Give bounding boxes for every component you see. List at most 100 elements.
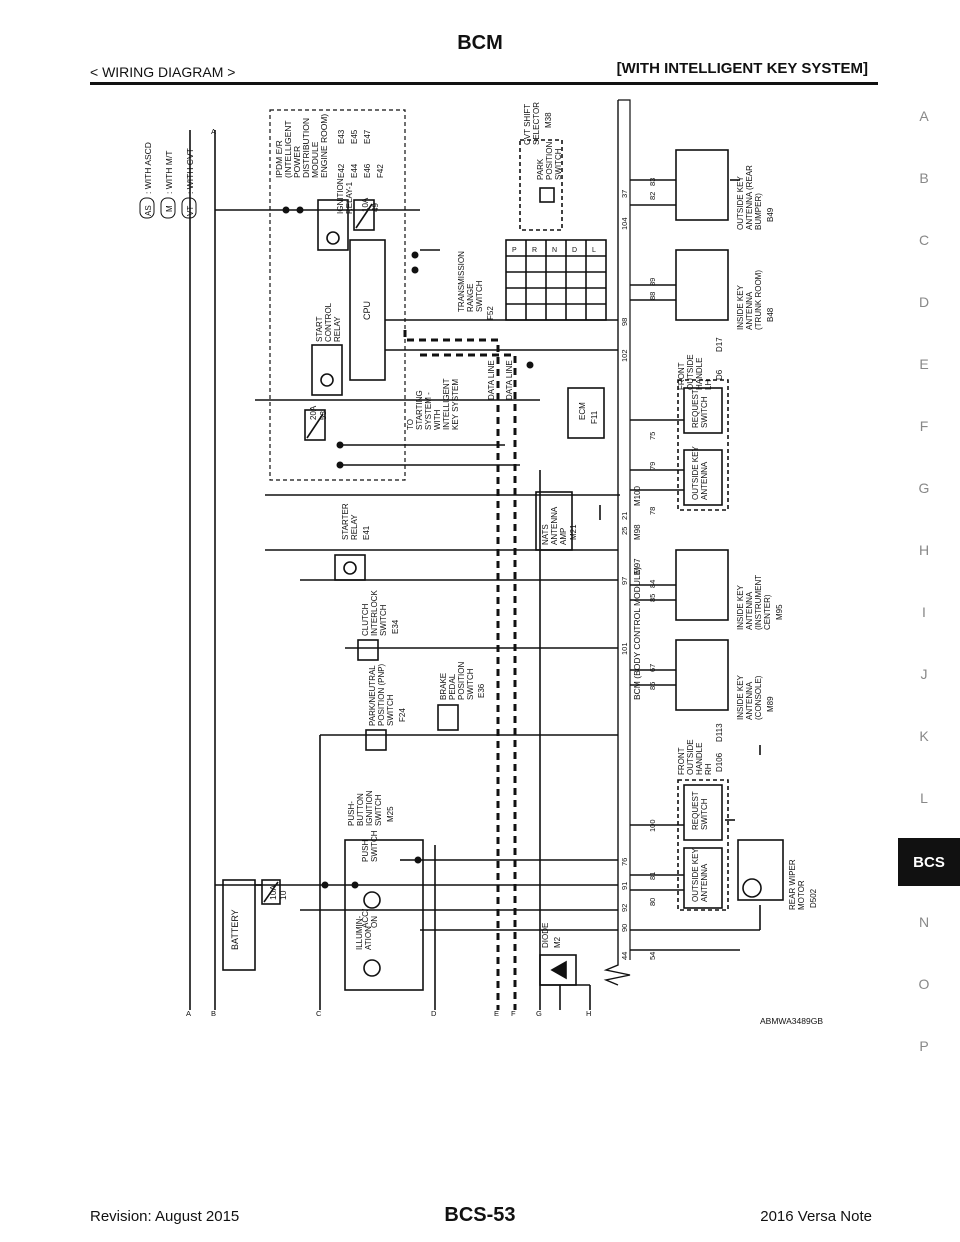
side-letter-j[interactable]: J xyxy=(920,666,928,682)
svg-text:82: 82 xyxy=(648,192,657,200)
brake-label: BRAKE PEDAL POSITION SWITCH E36 xyxy=(439,662,486,700)
side-letter-g[interactable]: G xyxy=(918,480,930,496)
svg-text:76: 76 xyxy=(620,858,629,866)
start-relay-label-2: CONTROL xyxy=(324,302,333,342)
side-letter-p[interactable]: P xyxy=(919,1038,929,1054)
svg-text:E34: E34 xyxy=(391,619,400,634)
svg-text:M95: M95 xyxy=(775,604,784,620)
side-letter-n[interactable]: N xyxy=(918,914,930,930)
svg-text:E47: E47 xyxy=(363,129,372,144)
legend-text-vt: : WITH CVT xyxy=(185,148,195,194)
svg-text:ACC/: ACC/ xyxy=(361,908,370,928)
svg-text:MODULE: MODULE xyxy=(310,141,320,178)
pnp-label: PARK/NEUTRAL POSITION (PNP) SWITCH F24 xyxy=(368,663,407,726)
svg-text:STARTER: STARTER xyxy=(341,503,350,540)
illumination-label: ILLUMIN- ATION xyxy=(355,915,373,950)
svg-text:97: 97 xyxy=(620,577,629,585)
svg-text:E: E xyxy=(494,1009,499,1018)
svg-text:INSIDE KEY: INSIDE KEY xyxy=(736,284,745,330)
side-letter-b[interactable]: B xyxy=(919,170,929,186)
side-letter-e[interactable]: E xyxy=(919,356,929,372)
legend-text-m: : WITH M/T xyxy=(164,151,174,194)
svg-text:E44: E44 xyxy=(350,163,359,178)
side-tab-active[interactable]: BCS xyxy=(898,838,960,886)
data-line-label-2: DATA LINE xyxy=(505,360,514,400)
svg-text:75: 75 xyxy=(648,432,657,440)
starter-relay-label: STARTER RELAY E41 xyxy=(341,503,371,540)
svg-text:PUSH-: PUSH- xyxy=(347,801,356,826)
side-letter-h[interactable]: H xyxy=(918,542,930,558)
svg-text:SWITCH: SWITCH xyxy=(554,148,563,180)
header-rule xyxy=(90,82,878,85)
ignition-relay-label-1: IGNITION xyxy=(336,178,345,214)
svg-text:REQUEST: REQUEST xyxy=(691,389,700,428)
svg-text:90: 90 xyxy=(620,924,629,932)
svg-text:OUTSIDE KEY: OUTSIDE KEY xyxy=(691,848,700,902)
svg-text:ILLUMIN-: ILLUMIN- xyxy=(355,915,364,950)
svg-text:44: 44 xyxy=(620,952,629,960)
side-letter-i[interactable]: I xyxy=(922,604,926,620)
fuse-10a-rating: 10A xyxy=(268,885,278,900)
svg-text:FRONT: FRONT xyxy=(677,362,686,390)
side-letter-c[interactable]: C xyxy=(918,232,930,248)
top-connector-a: A xyxy=(211,127,216,136)
start-relay-label-3: RELAY xyxy=(333,316,342,342)
svg-text:B: B xyxy=(211,1009,216,1018)
svg-text:ANTENNA: ANTENNA xyxy=(700,461,709,500)
ecm-connector: F11 xyxy=(590,410,599,424)
svg-text:SYSTEM -: SYSTEM - xyxy=(424,392,433,430)
svg-text:A: A xyxy=(186,1009,191,1018)
fuse-10a-number: 10 xyxy=(278,890,288,900)
ignition-relay-label-2: RELAY-1 xyxy=(345,181,354,214)
svg-text:67: 67 xyxy=(648,664,657,672)
bcm-connector-1: M97 xyxy=(633,558,642,574)
side-letter-f[interactable]: F xyxy=(919,418,929,434)
side-letter-k[interactable]: K xyxy=(919,728,929,744)
svg-text:PEDAL: PEDAL xyxy=(448,673,457,700)
svg-text:STARTING: STARTING xyxy=(415,390,424,430)
svg-text:REAR WIPER: REAR WIPER xyxy=(788,859,797,910)
svg-text:RANGE: RANGE xyxy=(466,284,475,312)
svg-text:98: 98 xyxy=(620,318,629,326)
svg-text:101: 101 xyxy=(620,642,629,655)
svg-text:CVT SHIFT: CVT SHIFT xyxy=(523,104,532,145)
svg-text:E46: E46 xyxy=(363,163,372,178)
svg-text:WITH: WITH xyxy=(433,409,442,430)
ipdm-fuse-number: 49 xyxy=(371,203,380,212)
side-letter-l[interactable]: L xyxy=(920,790,928,806)
svg-text:SWITCH: SWITCH xyxy=(466,668,475,700)
svg-text:E36: E36 xyxy=(477,683,486,698)
side-letter-d[interactable]: D xyxy=(918,294,930,310)
page-title: BCM xyxy=(457,32,503,54)
svg-text:FRONT: FRONT xyxy=(677,747,686,775)
svg-text:ANTENNA (REAR: ANTENNA (REAR xyxy=(745,165,754,230)
svg-text:25: 25 xyxy=(620,527,629,535)
tr-switch-label: TRANSMISSION RANGE SWITCH F52 xyxy=(457,251,495,320)
legend-code-vt: VT xyxy=(186,206,195,216)
svg-text:E43: E43 xyxy=(337,129,346,144)
svg-text:79: 79 xyxy=(648,462,657,470)
svg-text:(INTELLIGENT: (INTELLIGENT xyxy=(283,120,293,178)
side-letter-a[interactable]: A xyxy=(919,108,929,124)
legend-code-m: M xyxy=(165,205,174,212)
svg-text:83: 83 xyxy=(648,178,657,186)
bcm-connector-3: M100 xyxy=(633,485,642,506)
fuse-20a-number: 53 xyxy=(319,411,328,420)
svg-text:RELAY: RELAY xyxy=(350,514,359,540)
svg-text:F42: F42 xyxy=(376,164,385,178)
svg-text:D106: D106 xyxy=(715,752,724,772)
svg-text:POSITION: POSITION xyxy=(457,662,466,700)
side-letter-o[interactable]: O xyxy=(918,976,930,992)
svg-text:KEY SYSTEM: KEY SYSTEM xyxy=(451,379,460,430)
svg-text:ANTENNA: ANTENNA xyxy=(700,863,709,902)
svg-text:SWITCH: SWITCH xyxy=(379,604,388,636)
svg-text:OUTSIDE KEY: OUTSIDE KEY xyxy=(691,446,700,500)
diode-label: DIODE xyxy=(541,923,550,948)
bcm-connector-2: M98 xyxy=(633,524,642,540)
svg-text:R: R xyxy=(532,247,537,254)
svg-text:PARK/NEUTRAL: PARK/NEUTRAL xyxy=(368,665,377,726)
variant-label: [WITH INTELLIGENT KEY SYSTEM] xyxy=(616,60,868,77)
model-year: 2016 Versa Note xyxy=(760,1208,872,1225)
legend-text-as: : WITH ASCD xyxy=(143,142,153,194)
wiper-label: REAR WIPER MOTOR D502 xyxy=(788,859,818,910)
